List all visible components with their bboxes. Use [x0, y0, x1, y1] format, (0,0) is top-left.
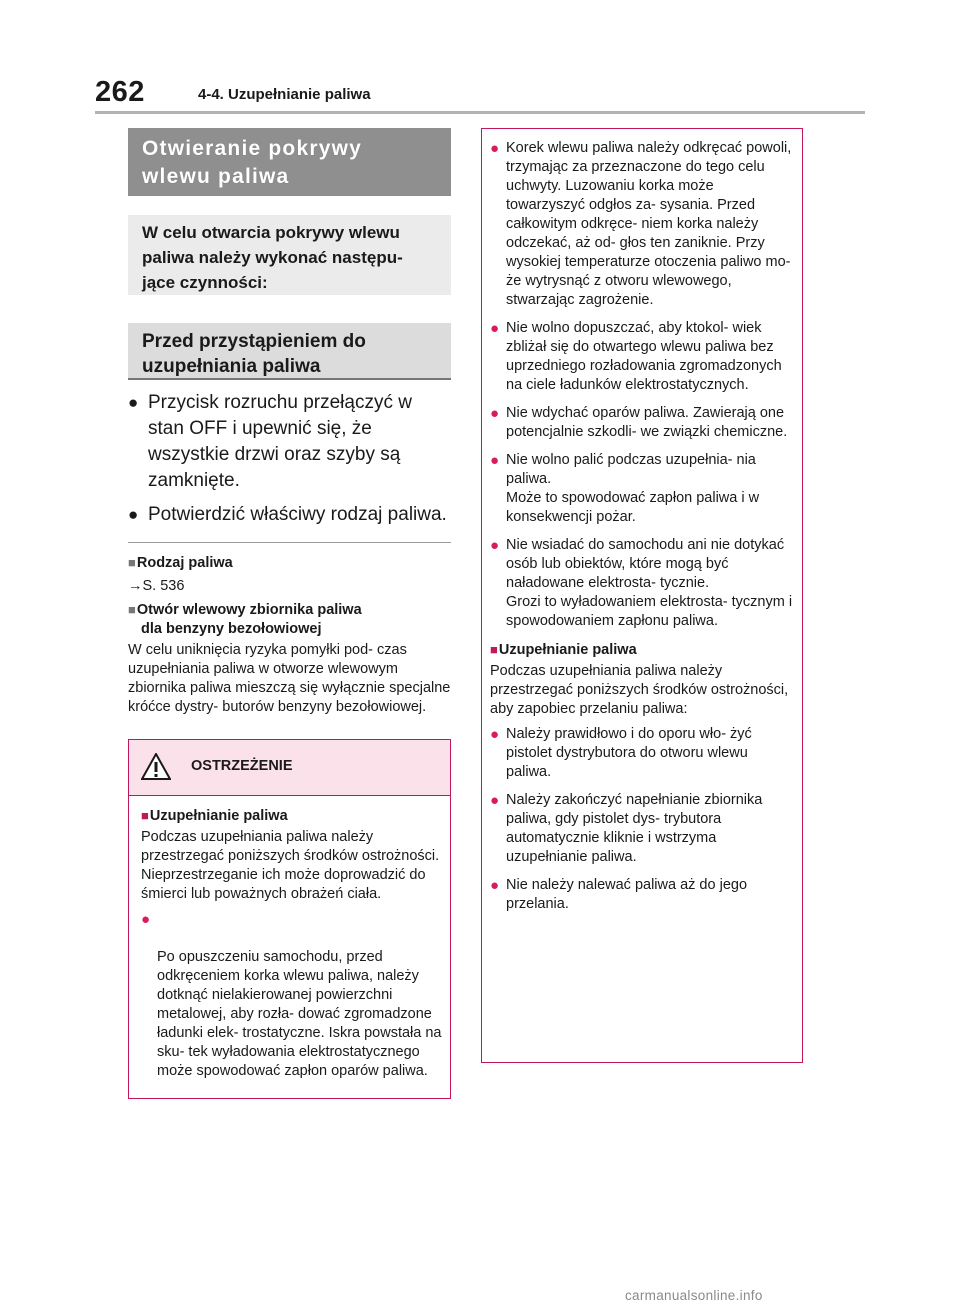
list-item: ●Nie wolno dopuszczać, aby ktokol- wiek …	[490, 320, 782, 393]
list-item: ●Należy zakończyć napełnianie zbiornika …	[490, 792, 763, 865]
fuel-type-heading: ■Rodzaj paliwa	[128, 555, 233, 571]
warning-triangle-icon	[140, 751, 172, 785]
bullet-icon: ●	[490, 792, 500, 809]
refuel-list: ●Należy prawidłowo i do oporu wło- żyć p…	[490, 725, 796, 914]
bullet-icon: ●	[490, 537, 500, 554]
left-column: Otwieranie pokrywy wlewu paliwa W celu o…	[128, 128, 451, 1099]
list-item: ●Nie wolno palić podczas uzupełnia- nia …	[490, 452, 760, 525]
step-list: ● Przycisk rozruchu przełączyć w stan OF…	[128, 390, 451, 528]
filler-heading: ■Otwór wlewowy zbiornika paliwa dla benz…	[128, 602, 362, 637]
refuel-heading: ■Uzupełnianie paliwa	[490, 642, 637, 658]
bullet-icon: ●	[128, 505, 139, 524]
step-text: Potwierdzić właściwy rodzaj paliwa.	[148, 504, 447, 525]
warning-title: OSTRZEŻENIE	[191, 758, 293, 774]
warning-list: ● Po opuszczeniu samochodu, przed odkręc…	[141, 910, 442, 1081]
refuel-intro: Podczas uzupełniania paliwa należy przes…	[490, 663, 789, 717]
bullet-icon: ●	[128, 393, 139, 412]
square-bullet-icon: ■	[128, 602, 136, 617]
section-title: Otwieranie pokrywy wlewu paliwa	[128, 128, 451, 196]
bullet-icon: ●	[490, 726, 500, 743]
section-label: 4-4. Uzupełnianie paliwa	[198, 86, 371, 103]
square-bullet-icon: ■	[490, 642, 498, 657]
bullet-icon: ●	[490, 877, 500, 894]
warning-box: OSTRZEŻENIE ■Uzupełnianie paliwa Podczas…	[128, 739, 451, 1099]
page-number: 262	[95, 76, 145, 108]
square-bullet-icon: ■	[141, 808, 149, 823]
bullet-icon: ●	[490, 452, 500, 469]
warning-header: OSTRZEŻENIE	[129, 740, 450, 796]
page-reference-link[interactable]: →S. 536	[128, 578, 185, 594]
page-header: 262 4-4. Uzupełnianie paliwa	[95, 68, 865, 114]
warning-heading: ■Uzupełnianie paliwa	[141, 808, 288, 824]
list-item: ●Nie należy nalewać paliwa aż do jego pr…	[490, 877, 748, 912]
watermark: carmanualsonline.info	[625, 1288, 763, 1303]
divider	[128, 542, 451, 543]
bullet-icon: ●	[490, 140, 500, 157]
square-bullet-icon: ■	[128, 555, 136, 570]
warning-intro: Podczas uzupełniania paliwa należy przes…	[141, 829, 440, 902]
intro-box: W celu otwarcia pokrywy wlewu paliwa nal…	[128, 215, 451, 295]
precaution-list: ●Korek wlewu paliwa należy odkręcać powo…	[490, 139, 796, 631]
step-text: Przycisk rozruchu przełączyć w stan OFF …	[148, 392, 412, 491]
list-item: ●Korek wlewu paliwa należy odkręcać powo…	[490, 140, 792, 308]
bullet-icon: ●	[490, 405, 500, 422]
list-item: ● Po opuszczeniu samochodu, przed odkręc…	[141, 911, 442, 1079]
list-item: ● Przycisk rozruchu przełączyć w stan OF…	[128, 390, 451, 494]
bullet-icon: ●	[490, 320, 500, 337]
list-item: ● Potwierdzić właściwy rodzaj paliwa.	[128, 502, 451, 528]
right-warning-continuation: ●Korek wlewu paliwa należy odkręcać powo…	[481, 128, 803, 1063]
list-item: ●Należy prawidłowo i do oporu wło- żyć p…	[490, 726, 752, 780]
warning-body: ■Uzupełnianie paliwa Podczas uzupełniani…	[129, 796, 450, 1098]
list-item: ●Nie wsiadać do samochodu ani nie dotyka…	[490, 537, 793, 629]
header-rule	[95, 111, 865, 114]
filler-text: W celu uniknięcia ryzyka pomyłki pod- cz…	[128, 642, 451, 715]
before-refuel-heading: Przed przystąpieniem do uzupełniania pal…	[128, 323, 451, 380]
bullet-icon: ●	[141, 911, 151, 928]
list-item: ●Nie wdychać oparów paliwa. Zawierają on…	[490, 405, 788, 440]
